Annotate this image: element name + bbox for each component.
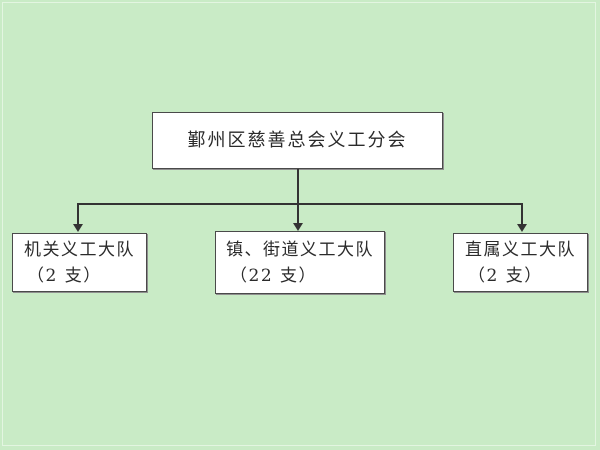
org-node-child-0-line-2: （2 支） (27, 265, 102, 286)
org-node-child-1[interactable]: 镇、街道义工大队 （22 支） (215, 231, 385, 294)
arrow-down-icon-right (517, 224, 527, 232)
org-node-child-1-line-1: 镇、街道义工大队 (226, 239, 374, 260)
arrow-down-icon-middle (293, 223, 303, 231)
org-node-child-2[interactable]: 直属义工大队 （2 支） (453, 233, 588, 292)
connector-horizontal-bus (78, 203, 523, 205)
arrow-down-icon-left (73, 224, 83, 232)
connector-drop-right (521, 203, 523, 225)
org-node-child-0-line-1: 机关义工大队 (24, 239, 135, 260)
connector-drop-middle (297, 203, 299, 225)
connector-drop-left (77, 203, 79, 225)
org-node-root-line-1: 鄞州区慈善总会义工分会 (187, 129, 408, 151)
org-node-child-1-line-2: （22 支） (230, 265, 318, 286)
org-node-child-0[interactable]: 机关义工大队 （2 支） (12, 233, 147, 292)
org-node-child-2-line-1: 直属义工大队 (465, 239, 576, 260)
connector-stem-vertical (297, 169, 299, 205)
org-node-root[interactable]: 鄞州区慈善总会义工分会 (152, 112, 443, 169)
org-node-child-2-line-2: （2 支） (468, 265, 543, 286)
